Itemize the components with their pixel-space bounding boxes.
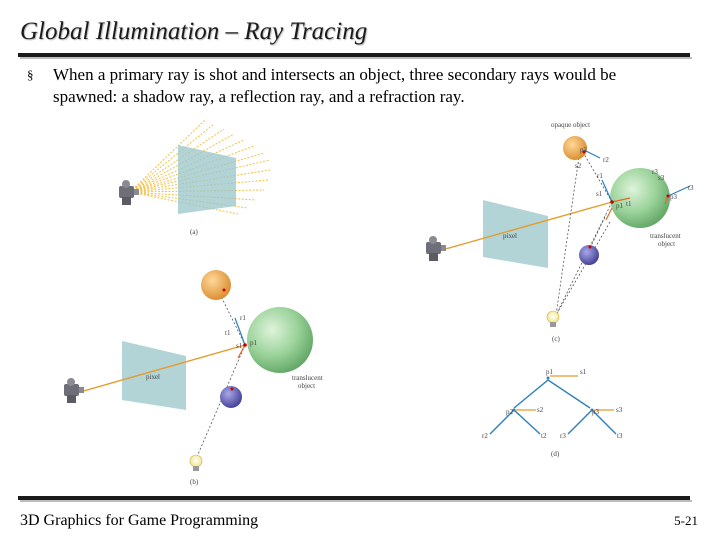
shadow-ray-c-2: [555, 149, 581, 316]
image-plane-b: [122, 341, 186, 410]
opaque-sphere-b: [201, 270, 231, 300]
title-rule-shadow: [20, 57, 692, 59]
label-t1-c: t1: [626, 200, 632, 208]
label-s1-c: s1: [596, 190, 603, 198]
camera-icon: [426, 236, 446, 261]
blue-hit-c: [588, 245, 592, 249]
label-p1-c: p1: [616, 202, 624, 210]
translucent-sphere-c: [610, 168, 670, 228]
translucent-label-b-1: translucent: [292, 374, 323, 382]
label-r1-c: r1: [597, 172, 603, 180]
tree-label-t3: t3: [617, 432, 623, 440]
bullet-text: When a primary ray is shot and intersect…: [53, 65, 617, 106]
intersection-point-c-1: [610, 200, 614, 204]
pixel-label-b: pixel: [146, 373, 160, 381]
label-p1-b: p1: [250, 339, 258, 347]
label-t1-b: t1: [225, 329, 231, 337]
light-bulb-icon: [189, 454, 203, 471]
label-r1-b: r1: [240, 314, 246, 322]
opaque-object-label: opaque object: [551, 121, 590, 129]
camera-icon: [119, 180, 139, 205]
tree-label-r2: r2: [482, 432, 488, 440]
blue-hit-b: [230, 387, 234, 391]
label-p3-c: p3: [670, 193, 678, 201]
intersection-point-c-2: [582, 150, 586, 154]
camera-icon: [64, 378, 84, 403]
shadow-ray-c-3: [555, 221, 611, 316]
edge-p1-p3: [547, 379, 591, 409]
ray-tree-shadow-edges: [516, 375, 614, 411]
footer-course-title: 3D Graphics for Game Programming: [20, 512, 259, 529]
footer-rule: [18, 496, 690, 500]
translucent-label-c-2: object: [658, 240, 675, 248]
panel-c: opaque object pixel translucent object p…: [426, 121, 694, 343]
panel-a-caption: (a): [190, 228, 198, 236]
edge-p2-r2: [489, 409, 515, 435]
image-plane-c: [483, 200, 548, 268]
panel-a: (a): [119, 119, 271, 236]
tree-label-s2: s2: [537, 406, 544, 414]
reflection-ray-b: [234, 317, 246, 346]
tree-label-p1: p1: [546, 368, 554, 376]
edge-p2-t2: [513, 409, 541, 435]
primary-ray-c: [441, 201, 613, 251]
bullet-marker: §: [27, 67, 34, 82]
title-rule: [18, 53, 690, 57]
node-p3: [590, 408, 594, 412]
reflection-ray-c-1: [601, 179, 613, 203]
blue-sphere-b: [220, 386, 242, 408]
label-r2-c: r2: [603, 156, 609, 164]
label-r3-c: r3: [652, 168, 658, 176]
opaque-sphere-c: [563, 136, 587, 160]
refraction-ray-c-4: [605, 207, 613, 221]
reflect-link-c: [583, 153, 613, 203]
label-p2-c: p2: [580, 146, 588, 154]
label-s3-c: s3: [658, 174, 665, 182]
translucent-label-c-1: translucent: [650, 232, 681, 240]
label-t3-c: t3: [688, 184, 694, 192]
footer-rule-shadow: [20, 500, 692, 502]
node-p1: [546, 376, 550, 380]
tree-label-s1: s1: [580, 368, 587, 376]
edge-p3-r3: [567, 409, 593, 435]
reflection-ray-c-2: [583, 149, 601, 159]
edge-p3-t3: [591, 409, 617, 435]
tree-label-r3: r3: [560, 432, 566, 440]
node-p2: [512, 408, 516, 412]
light-bulb-icon: [546, 310, 560, 327]
panel-d: p1 s1 p2 s2 p3 s3 r2 t2 r3 t3 (d): [482, 368, 623, 458]
panel-b: pixel translucent object p1 s1 r1 t1 (b): [64, 270, 323, 486]
pixel-label-c: pixel: [503, 232, 517, 240]
panel-d-caption: (d): [551, 450, 560, 458]
refraction-ray-c-2: [667, 185, 691, 197]
panel-c-caption: (c): [552, 335, 560, 343]
blue-sphere-c: [579, 245, 599, 265]
tree-label-t2: t2: [541, 432, 547, 440]
primary-ray-b: [79, 344, 246, 393]
label-s1-b: s1: [236, 342, 243, 350]
translucent-sphere-b: [247, 307, 313, 373]
tree-label-p3: p3: [592, 408, 600, 416]
intersection-point-c-3: [666, 194, 670, 198]
translucent-label-b-2: object: [298, 382, 315, 390]
tree-label-s3: s3: [616, 406, 623, 414]
image-plane-a: [178, 145, 236, 214]
intersection-point-b: [243, 343, 247, 347]
panel-b-caption: (b): [190, 478, 199, 486]
footer-page-number: 5-21: [674, 513, 698, 528]
refraction-ray-b: [237, 344, 246, 359]
shadow-ray-b: [195, 344, 246, 460]
label-s2-c: s2: [575, 162, 582, 170]
refraction-ray-c-1: [611, 197, 631, 203]
shadow-ray-c-1: [555, 201, 613, 316]
edge-p1-p2: [513, 379, 549, 409]
slide-title: Global Illumination – Ray Tracing: [20, 18, 368, 45]
opaque-hit-b: [222, 288, 226, 292]
ray-tree-edges: [489, 379, 617, 435]
tree-label-p2: p2: [506, 408, 514, 416]
